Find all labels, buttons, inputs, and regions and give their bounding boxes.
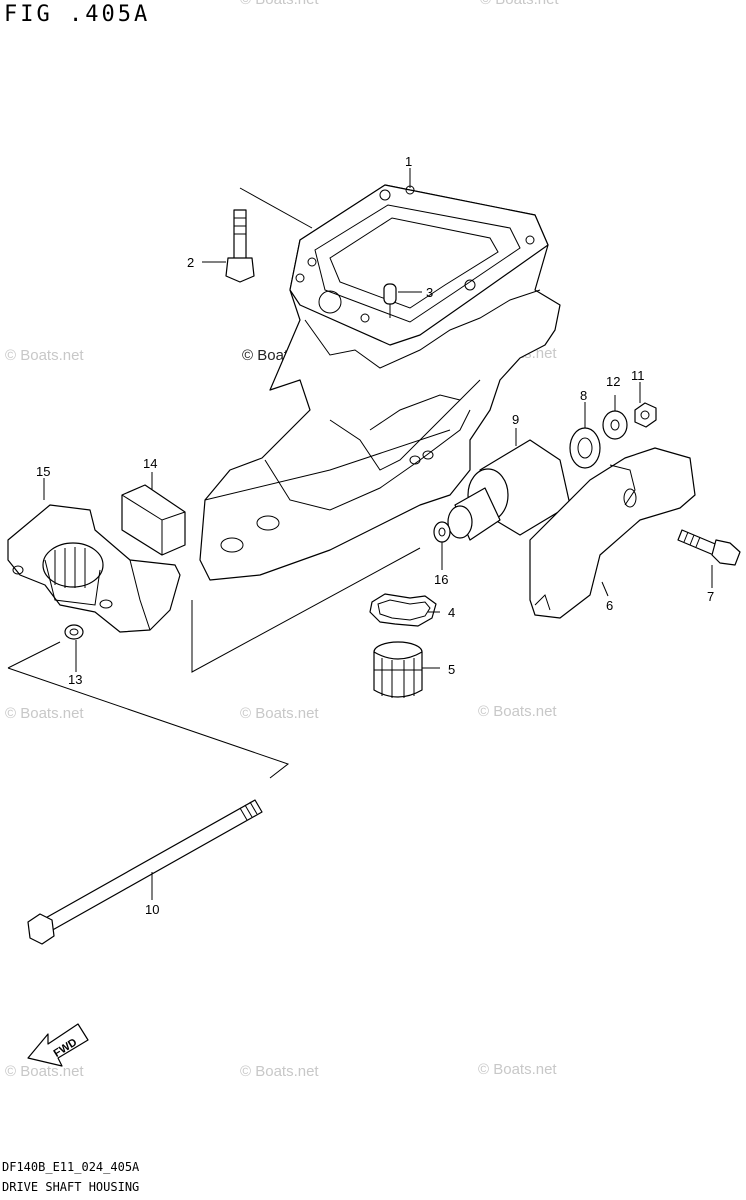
watermark: © Boats.net	[480, 0, 559, 8]
forward-direction-arrow: FWD	[27, 1023, 89, 1067]
callout-2: 2	[187, 255, 194, 270]
callout-7: 7	[707, 589, 714, 604]
washer-16[interactable]	[433, 521, 451, 543]
callout-numbers: 1 2 3 4 5 6 7 8 9 10 11 12 13 14 15 16	[36, 154, 714, 917]
washer-12[interactable]	[602, 410, 628, 440]
watermark: © Boats.net	[478, 703, 557, 720]
callout-15: 15	[36, 464, 50, 479]
callout-3: 3	[426, 285, 433, 300]
figure-title: FIG .405A	[4, 2, 151, 27]
housing-bolt[interactable]	[225, 209, 255, 283]
callout-9: 9	[512, 412, 519, 427]
watermark: © Boats.net	[240, 0, 319, 8]
mount-cover[interactable]	[529, 447, 696, 619]
mount-bolt[interactable]	[677, 529, 741, 566]
watermark: © Boats.net	[240, 1063, 319, 1080]
callout-16: 16	[434, 572, 448, 587]
watermark: © Boats.net	[5, 347, 84, 364]
watermark: © Boats.net	[478, 1061, 557, 1078]
callout-4: 4	[448, 605, 455, 620]
dowel-pin[interactable]	[383, 283, 397, 318]
long-bolt[interactable]	[27, 799, 263, 945]
callout-8: 8	[580, 388, 587, 403]
drawing-code: DF140B_E11_024_405A	[2, 1160, 140, 1174]
seal-ring[interactable]	[369, 593, 437, 627]
washer-13[interactable]	[64, 624, 84, 640]
callout-1: 1	[405, 154, 412, 169]
callout-11: 11	[631, 368, 645, 383]
watermark: © Boats.net	[5, 705, 84, 722]
drawing-name: DRIVE SHAFT HOUSING	[2, 1180, 140, 1194]
drive-shaft-housing[interactable]	[199, 184, 561, 581]
nut[interactable]	[634, 402, 657, 428]
mount-rubber[interactable]	[447, 439, 571, 541]
callout-6: 6	[606, 598, 613, 613]
watermarks: © Boats.net © Boats.net © Boats.net © Bo…	[5, 0, 559, 1080]
watermark: © Boats.net	[240, 705, 319, 722]
upper-mount-bracket[interactable]	[7, 504, 181, 633]
callout-5: 5	[448, 662, 455, 677]
bushing[interactable]	[373, 641, 423, 698]
callout-12: 12	[606, 374, 620, 389]
watermark: © Boats.net	[5, 1063, 84, 1080]
callout-10: 10	[145, 902, 159, 917]
washer-8[interactable]	[569, 427, 601, 469]
callout-13: 13	[68, 672, 82, 687]
reference-lines	[7, 187, 421, 779]
rubber-block[interactable]	[121, 484, 186, 556]
callout-14: 14	[143, 456, 157, 471]
callout-leaders	[43, 168, 713, 900]
